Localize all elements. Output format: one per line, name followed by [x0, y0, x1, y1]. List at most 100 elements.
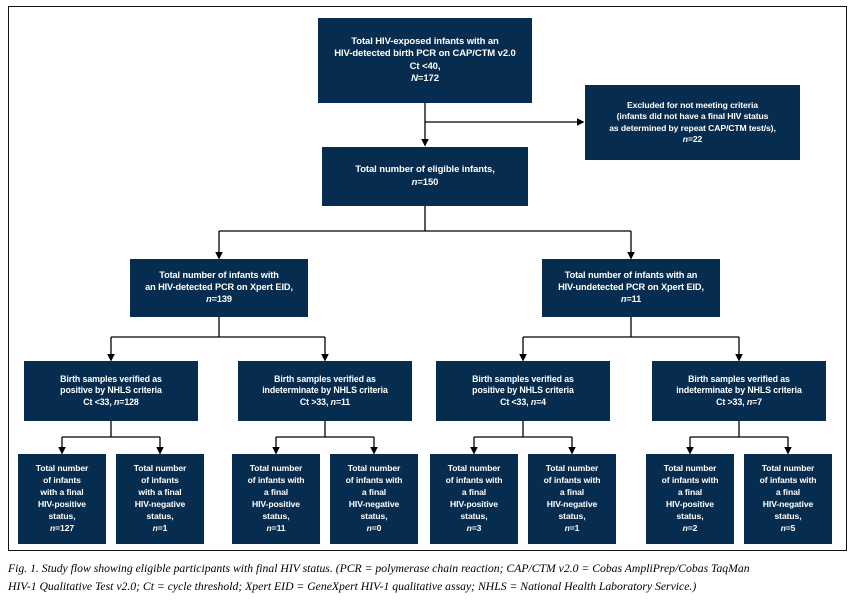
node-line: HIV-detected birth PCR on CAP/CTM v2.0 — [334, 48, 516, 60]
node-outcome-8[interactable]: Total number of infants with a final HIV… — [744, 454, 832, 544]
node-count-label: n — [330, 396, 336, 407]
node-line: Total number — [35, 463, 89, 474]
node-line: Total number of infants with — [159, 270, 279, 281]
node-line: as determined by repeat CAP/CTM test/s), — [609, 122, 776, 133]
node-line: HIV-undetected PCR on Xpert EID, — [558, 282, 704, 293]
node-count-value: =11 — [335, 396, 351, 407]
node-line: HIV-positive — [666, 499, 714, 509]
node-line: with a final — [40, 487, 84, 498]
node-line: a final — [677, 487, 703, 498]
node-outcome-7[interactable]: Total number of infants with a final HIV… — [646, 454, 734, 544]
node-count-value: =2 — [687, 522, 698, 533]
node-outcome-5[interactable]: Total number of infants with a final HIV… — [430, 454, 518, 544]
node-line: status, — [262, 510, 290, 521]
node-outcome-3[interactable]: Total number of infants with a final HIV… — [232, 454, 320, 544]
node-verified-indeterminate-left[interactable]: Birth samples verified as indeterminate … — [238, 361, 412, 421]
node-line: HIV-positive — [38, 499, 86, 509]
node-count-label: n — [620, 293, 627, 304]
node-verified-positive-left[interactable]: Birth samples verified as positive by NH… — [24, 361, 198, 421]
node-count-label: n — [152, 522, 158, 533]
node-count-value: =128 — [119, 396, 139, 407]
node-line: a final — [461, 487, 487, 498]
node-line: of infants with — [445, 475, 503, 486]
node-outcome-6[interactable]: Total number of infants with a final HIV… — [528, 454, 616, 544]
node-line: of infants with — [543, 475, 601, 486]
node-line: of infants with — [247, 475, 305, 486]
node-line: status, — [146, 510, 174, 521]
node-outcome-1[interactable]: Total number of infants with a final HIV… — [18, 454, 106, 544]
node-line: of infants with — [345, 475, 403, 486]
node-line: HIV-positive — [252, 499, 300, 509]
node-line: a final — [559, 487, 585, 498]
node-outcome-4[interactable]: Total number of infants with a final HIV… — [330, 454, 418, 544]
node-xpert-hiv-undetected[interactable]: Total number of infants with an HIV-unde… — [542, 259, 720, 317]
node-line: Total HIV-exposed infants with an — [351, 36, 499, 48]
node-count-value: =1 — [569, 522, 580, 533]
node-line: of infants with — [759, 475, 817, 486]
node-line: indeterminate by NHLS criteria — [262, 385, 388, 396]
node-count-value: =3 — [471, 522, 482, 533]
node-count-value: =11 — [271, 522, 286, 533]
node-excluded-criteria[interactable]: Excluded for not meeting criteria (infan… — [585, 85, 800, 160]
node-line: status, — [774, 510, 802, 521]
caption-line-2: HIV-1 Qualitative Test v2.0; Ct = cycle … — [8, 579, 697, 593]
node-count-label: n — [114, 396, 120, 407]
node-line: a final — [263, 487, 289, 498]
node-count-value: =172 — [417, 72, 439, 84]
node-line: status, — [676, 510, 704, 521]
node-line: status, — [48, 510, 76, 521]
node-verified-positive-right[interactable]: Birth samples verified as positive by NH… — [436, 361, 610, 421]
node-line: HIV-negative — [546, 499, 598, 509]
node-line: Birth samples verified as — [60, 374, 162, 385]
node-line: Birth samples verified as — [688, 374, 790, 385]
node-line: Excluded for not meeting criteria — [627, 100, 758, 111]
node-line: HIV-positive — [450, 499, 498, 509]
node-count-label: n — [564, 522, 570, 533]
node-line: positive by NHLS criteria — [60, 385, 162, 396]
node-xpert-hiv-detected[interactable]: Total number of infants with an HIV-dete… — [130, 259, 308, 317]
node-line: Ct <33, — [500, 396, 531, 407]
node-line: of infants — [43, 475, 81, 486]
node-line: Birth samples verified as — [274, 374, 376, 385]
node-count-label: n — [780, 522, 786, 533]
node-line: HIV-negative — [134, 499, 186, 509]
node-count-value: =0 — [371, 522, 382, 533]
node-count-label: n — [49, 522, 56, 533]
node-verified-indeterminate-right[interactable]: Birth samples verified as indeterminate … — [652, 361, 826, 421]
node-count-label: n — [206, 293, 212, 304]
node-count-label: n — [682, 522, 688, 533]
node-line: Ct >33, — [299, 396, 331, 407]
node-count-value: =5 — [785, 522, 796, 533]
node-count-value: =22 — [687, 133, 703, 144]
node-eligible-infants[interactable]: Total number of eligible infants, n=150 — [322, 147, 528, 206]
node-count-label: n — [682, 133, 688, 144]
node-line: Ct <40, — [409, 60, 441, 72]
node-count-value: =1 — [157, 522, 168, 533]
node-line: (infants did not have a final HIV status — [616, 111, 769, 122]
node-count-label: n — [466, 522, 472, 533]
node-count-value: =139 — [211, 293, 232, 304]
node-count-value: =127 — [55, 522, 75, 533]
node-count-value: =11 — [626, 293, 642, 304]
node-line: Ct <33, — [83, 396, 115, 407]
node-line: an HIV-detected PCR on Xpert EID, — [145, 282, 293, 293]
node-line: indeterminate by NHLS criteria — [676, 385, 802, 396]
node-line: Birth samples verified as — [472, 374, 574, 385]
node-line: Total number — [447, 463, 501, 474]
node-total-exposed-infants[interactable]: Total HIV-exposed infants with an HIV-de… — [318, 18, 532, 103]
node-line: status, — [558, 510, 586, 521]
caption-line-1: Fig. 1. Study flow showing eligible part… — [8, 562, 750, 575]
node-line: Total number — [545, 463, 599, 474]
node-line: HIV-negative — [348, 499, 400, 509]
node-line: Ct >33, — [716, 396, 747, 407]
node-count-label: N — [411, 72, 418, 84]
node-line: Total number — [761, 463, 815, 474]
node-line: a final — [361, 487, 387, 498]
node-line: HIV-negative — [762, 499, 814, 509]
node-count-label: n — [411, 176, 418, 188]
node-line: Total number — [663, 463, 717, 474]
node-line: of infants with — [661, 475, 719, 486]
node-outcome-2[interactable]: Total number of infants with a final HIV… — [116, 454, 204, 544]
node-line: Total number — [133, 463, 187, 474]
